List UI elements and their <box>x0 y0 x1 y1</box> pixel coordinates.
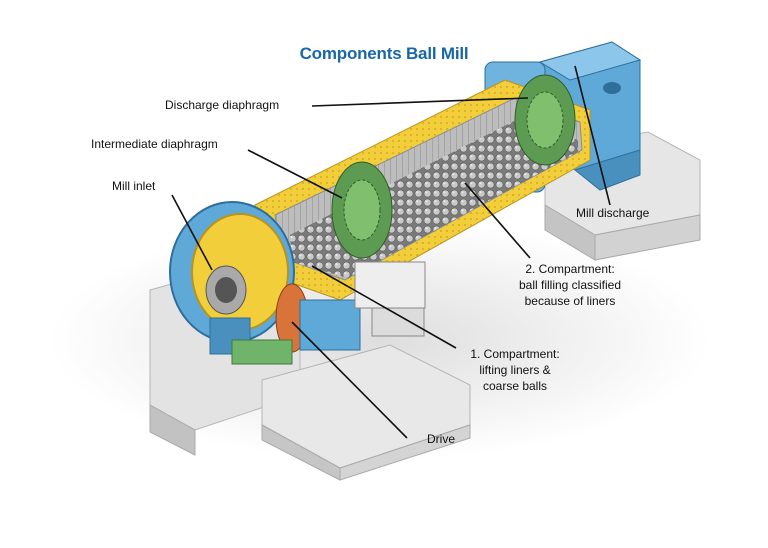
foundation-front <box>261 344 471 481</box>
label-compartment-2: 2. Compartment: ball filling classified … <box>500 261 640 309</box>
label-compartment-2-line3: because of liners <box>524 294 616 308</box>
page-title: Components Ball Mill <box>299 44 469 63</box>
label-intermediate-diaphragm: Intermediate diaphragm <box>91 137 218 151</box>
label-compartment-1-line3: coarse balls <box>482 379 548 393</box>
label-compartment-1-line1: 1. Compartment: <box>470 347 560 361</box>
label-mill-inlet: Mill inlet <box>112 179 156 193</box>
label-discharge-diaphragm: Discharge diaphragm <box>165 98 280 112</box>
label-mill-discharge: Mill discharge <box>576 206 650 220</box>
label-compartment-1: 1. Compartment: lifting liners & coarse … <box>455 346 575 394</box>
label-compartment-2-line2: ball filling classified <box>518 278 622 292</box>
label-drive: Drive <box>427 432 456 446</box>
drive-assembly <box>231 261 426 365</box>
leader-lines <box>171 65 611 439</box>
mill-shell <box>254 74 591 301</box>
inlet-end <box>169 201 295 355</box>
label-compartment-1-line2: lifting liners & <box>479 363 551 377</box>
label-compartment-2-line1: 2. Compartment: <box>525 262 615 276</box>
